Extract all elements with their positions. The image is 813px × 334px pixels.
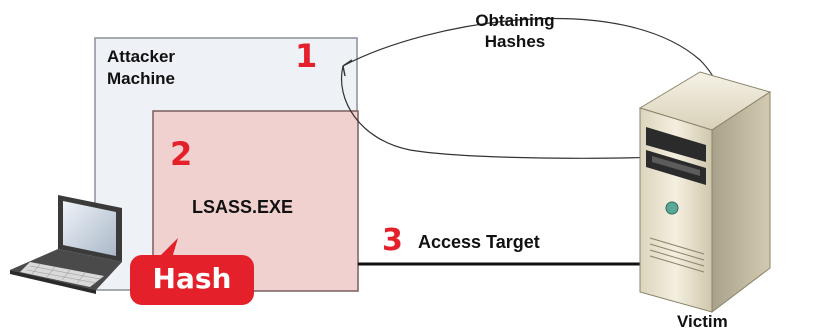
access-target-label: Access Target — [418, 232, 540, 252]
step-2-number: 2 — [170, 135, 193, 173]
loop-arrowhead — [342, 59, 353, 77]
obtaining-hashes-label: Obtaining Hashes — [460, 10, 570, 52]
lsass-label: LSASS.EXE — [192, 197, 294, 217]
hash-label: Hash — [152, 262, 232, 295]
attacker-machine-label-line1: Attacker — [107, 47, 176, 66]
laptop-icon — [10, 195, 122, 294]
attacker-machine-label-line2: Machine — [107, 69, 176, 88]
step-3-number: 3 — [382, 223, 403, 258]
obtaining-hashes-line2: Hashes — [484, 32, 546, 51]
step-1-number: 1 — [295, 37, 318, 75]
victim-label: Victim — [677, 312, 728, 331]
hash-callout — [130, 238, 254, 305]
obtaining-hashes-line1: Obtaining — [475, 11, 555, 30]
server-tower-icon — [638, 71, 772, 314]
attacker-machine-label: Attacker Machine — [107, 46, 175, 90]
